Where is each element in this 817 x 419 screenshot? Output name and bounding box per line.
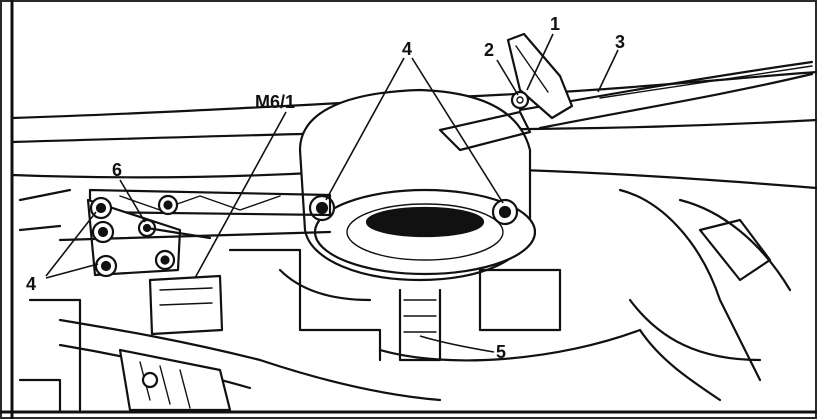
crank-ball-joint [137,218,212,240]
bracket-bolt-upper-right [157,194,179,216]
callout-4-top: 4 [402,39,412,59]
bracket-bolt-middle [91,220,115,244]
leader-1 [526,33,554,91]
engine-bay-lower [18,188,792,414]
callout-5: 5 [496,342,506,362]
leader-lines [45,33,619,353]
wiper-motor-housing [298,88,537,282]
callout-2: 2 [484,40,494,60]
leader-4-left-b [45,263,99,279]
leader-4-left-a [45,211,97,277]
bracket-bolt-bottom [94,254,118,278]
callout-6: 6 [112,160,122,180]
leader-3 [597,49,619,93]
bracket-bolt-lower-right [154,249,176,271]
wiper-arm-clip [506,32,574,120]
callout-3: 3 [615,32,625,52]
callout-1: 1 [550,14,560,34]
leader-4-top-b [411,57,504,204]
leader-2 [496,59,519,96]
leader-m6-1 [194,111,287,279]
callout-m6-1: M6/1 [255,92,295,112]
callout-4-left: 4 [26,274,36,294]
wiper-motor-m6-1 [148,274,224,336]
spindle-nut [510,90,530,110]
leader-6 [119,179,146,223]
housing-bolt-right [491,198,519,226]
leader-5 [419,335,495,353]
leader-4-top-a [325,57,405,201]
